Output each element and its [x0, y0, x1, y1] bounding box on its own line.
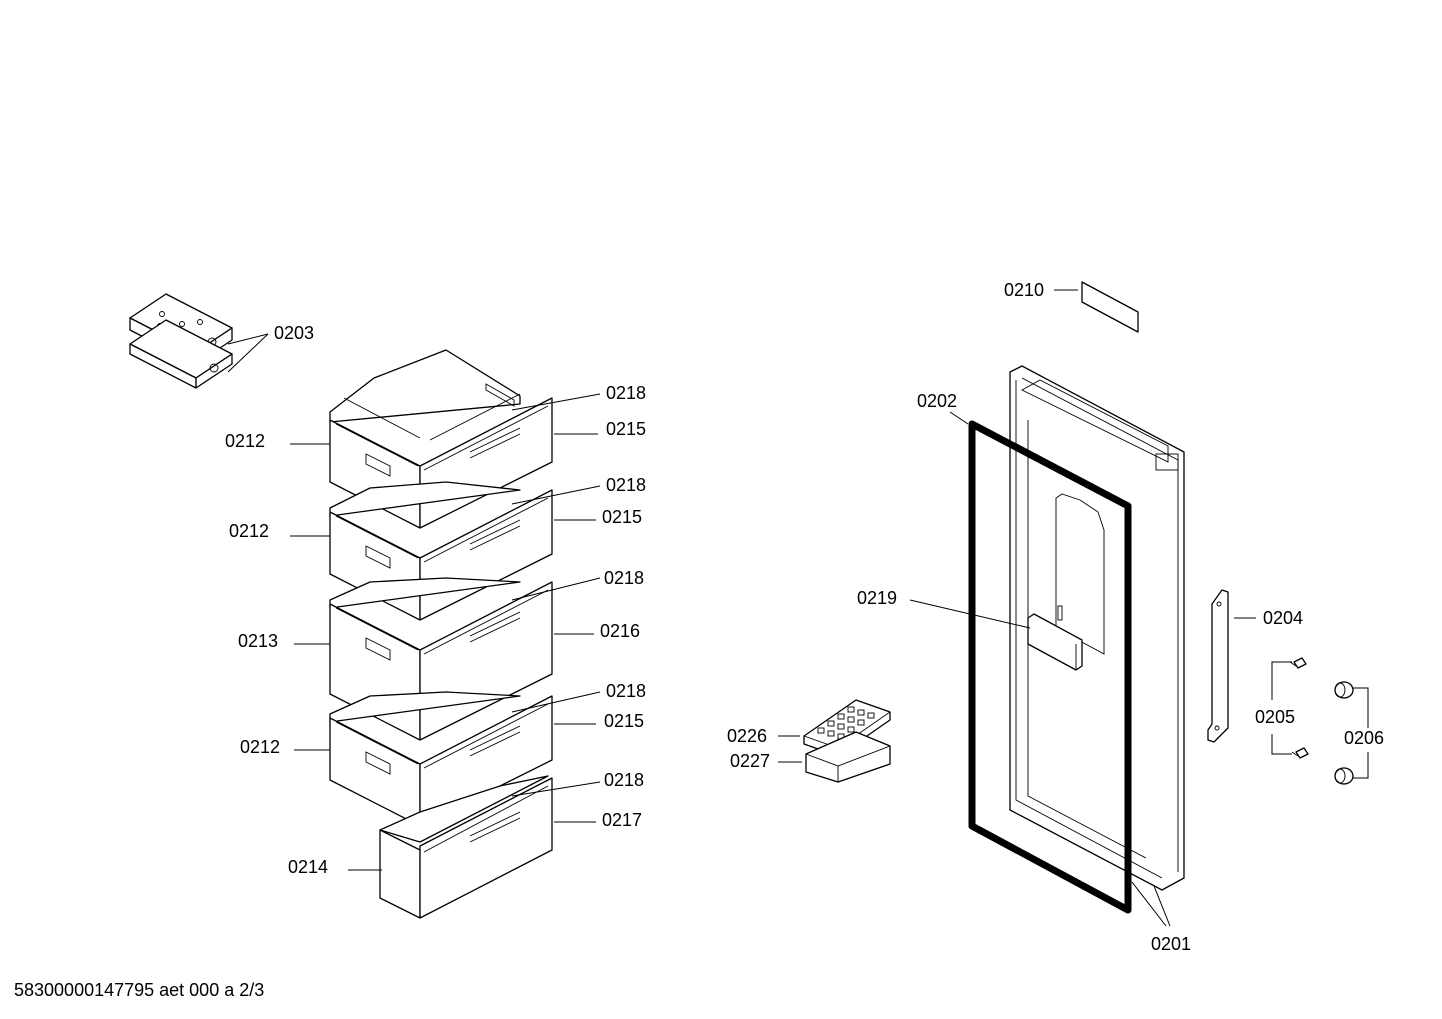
door-illustration	[1009, 365, 1185, 891]
display-cover-illustration	[1027, 613, 1083, 671]
drawer-illustration	[329, 349, 553, 919]
callout-0218-1: 0218	[606, 383, 646, 403]
callout-0218-4: 0218	[606, 681, 646, 701]
rating-label-illustration	[1081, 281, 1139, 333]
callout-0205: 0205	[1255, 707, 1295, 727]
callout-0201: 0201	[1151, 934, 1191, 954]
callout-0219: 0219	[857, 588, 897, 608]
document-id: 58300000147795 aet 000 a 2/3	[14, 980, 265, 1000]
screw-illustration	[1289, 657, 1309, 759]
callout-0216: 0216	[600, 621, 640, 641]
cover-cap-illustration	[1334, 681, 1354, 785]
callout-0215-3: 0215	[604, 711, 644, 731]
callout-0210: 0210	[1004, 280, 1044, 300]
callout-0215-1: 0215	[606, 419, 646, 439]
callout-0218-2: 0218	[606, 475, 646, 495]
callout-0212-2: 0212	[229, 521, 269, 541]
callout-0203: 0203	[274, 323, 314, 343]
freezer-block-illustration	[129, 293, 233, 389]
leader-lines	[227, 289, 1369, 927]
callout-0204: 0204	[1263, 608, 1303, 628]
door-gasket-illustration	[968, 420, 1132, 914]
callout-0202: 0202	[917, 391, 957, 411]
callout-0206: 0206	[1344, 728, 1384, 748]
callout-0227: 0227	[730, 751, 770, 771]
door-handle-illustration	[1207, 589, 1229, 743]
callout-0215-2: 0215	[602, 507, 642, 527]
callout-0217: 0217	[602, 810, 642, 830]
ice-box-illustration	[805, 731, 891, 783]
callout-0226: 0226	[727, 726, 767, 746]
callout-0218-3: 0218	[604, 568, 644, 588]
callout-0213: 0213	[238, 631, 278, 651]
callout-0214: 0214	[288, 857, 328, 877]
callout-0212-3: 0212	[240, 737, 280, 757]
callout-0218-5: 0218	[604, 770, 644, 790]
callout-0212-1: 0212	[225, 431, 265, 451]
